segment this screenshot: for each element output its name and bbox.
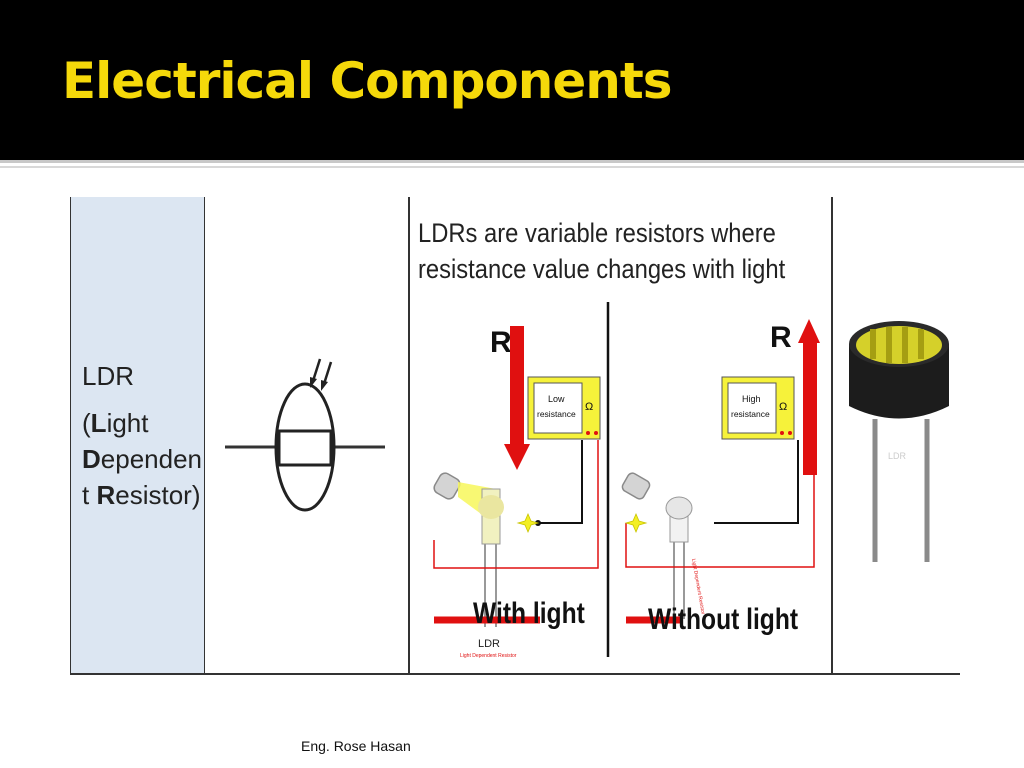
svg-text:resistance: resistance [537,409,576,419]
svg-text:R: R [770,321,792,354]
description: LDRs are variable resistors where resist… [418,218,786,284]
title-rule [0,160,1024,163]
torch-icon [433,472,461,500]
title-rule-thin [0,166,1024,168]
ldr-symbol-icon [225,358,385,512]
footer-author: Eng. Rose Hasan [301,738,411,754]
svg-text:resistance: resistance [731,409,770,419]
without-light-diagram: Light Dependent Resistor [621,472,706,624]
title-bar: Electrical Components [0,0,1024,160]
column-divider [831,197,833,674]
slide-title: Electrical Components [62,52,673,110]
low-resistance-meter: Low resistance Ω [527,376,601,440]
without-light-caption: Without light [648,603,799,636]
photo-label: LDR [888,451,907,461]
svg-text:Ω: Ω [779,401,787,413]
high-resistance-meter: High resistance Ω [721,376,795,440]
svg-text:Low: Low [548,394,565,404]
torch-icon [621,472,651,500]
divider-diagram [606,302,610,657]
with-light-caption: With light [473,597,585,630]
ldr-photo: LDR [849,321,949,562]
with-light-diagram: LDR Light Dependent Resistor [433,472,540,659]
svg-text:R: R [490,326,512,359]
table-bottom-border [70,673,960,675]
with-light-arrow: R [490,326,530,470]
column-divider [408,197,410,674]
without-light-circuit [624,440,815,568]
component-name: LDR [82,361,135,391]
svg-text:High: High [742,394,761,404]
with-light-circuit [433,440,599,569]
svg-text:Ω: Ω [585,401,593,413]
ldr-sublabel: Light Dependent Resistor [460,653,517,659]
ldr-label: LDR [478,638,500,650]
